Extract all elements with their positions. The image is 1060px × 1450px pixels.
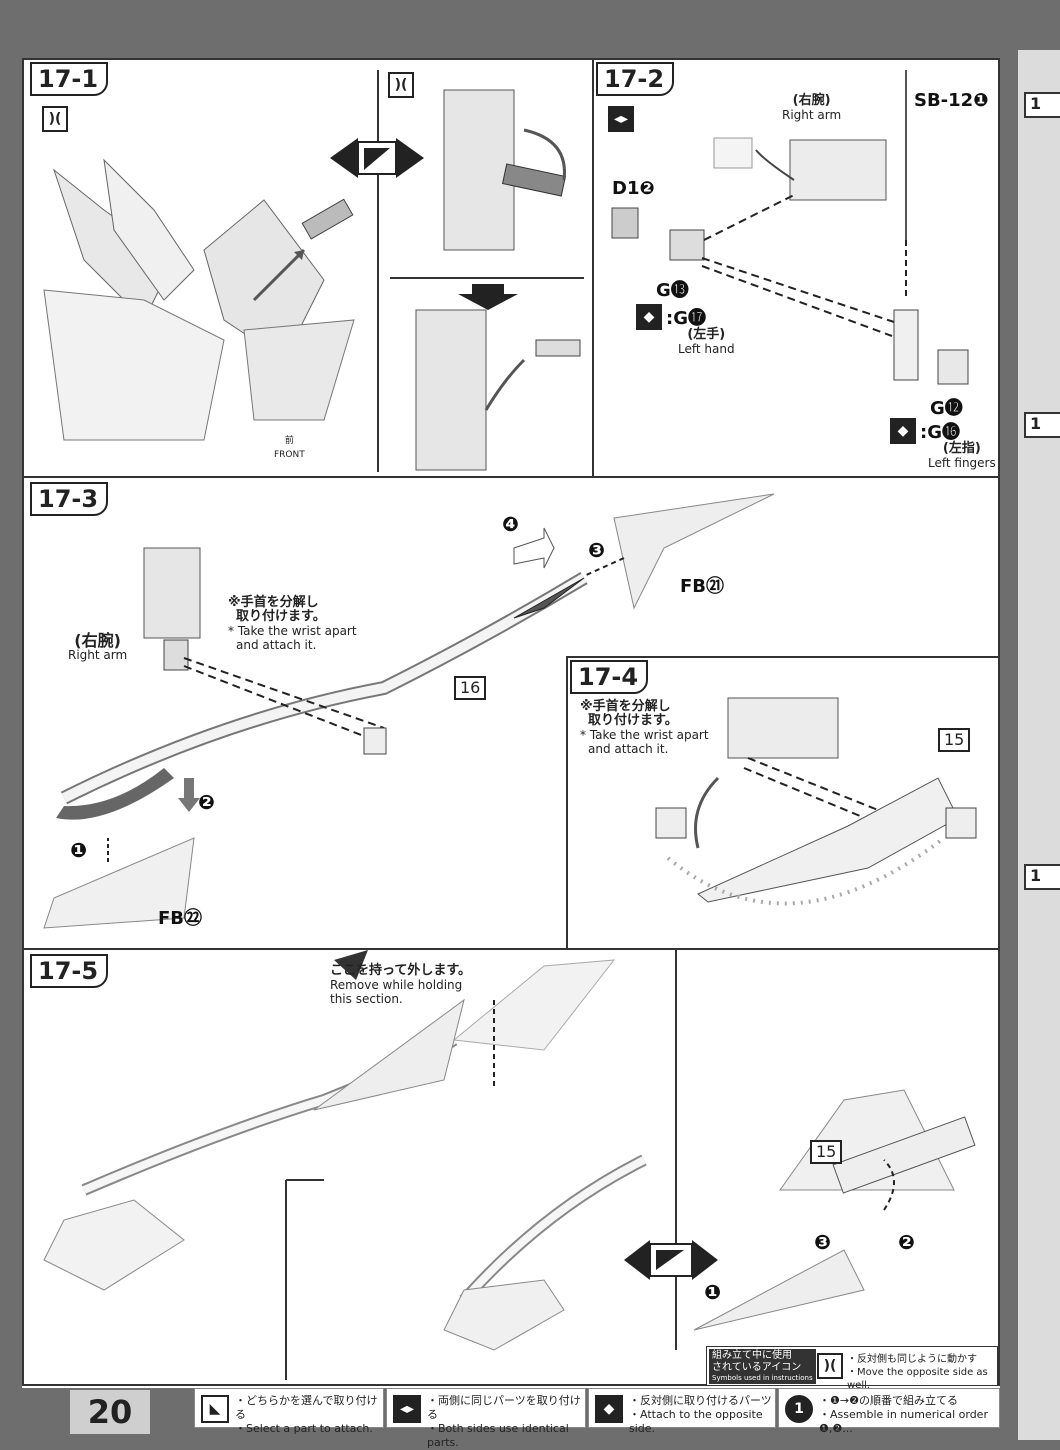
- part-fb22-label: FB㉒: [158, 908, 203, 929]
- wrist-note: ※手首を分解し 取り付けます。 * Take the wrist apart a…: [580, 699, 709, 757]
- part-number-15: 15: [938, 728, 971, 752]
- order-number-2: ❷: [898, 1230, 915, 1254]
- opposite-side-icon: ◆: [595, 1395, 623, 1423]
- legend-numerical-order: 1 ・❶→❷の順番で組み立てる・Assemble in numerical or…: [778, 1388, 1000, 1435]
- select-part-icon: ◣: [201, 1395, 229, 1423]
- step-17-5-panel: 17-5 ここを持って外します。 Remove while holding th…: [22, 948, 1000, 1386]
- order-number-3: ❸: [814, 1230, 831, 1254]
- part-number-16: 16: [454, 676, 487, 700]
- next-page-edge: [1018, 50, 1060, 1440]
- step-17-3-illustration: [43, 493, 775, 929]
- order-number-1: ❶: [70, 838, 87, 862]
- step-17-2-panel: 17-2 ◂▸ (右腕)Right arm SB-12❶ D1❷ G⓭ ◆ :G…: [592, 58, 1000, 478]
- step-17-4-illustration: [655, 697, 977, 906]
- part-d1-label: D1❷: [612, 178, 655, 199]
- part-g13-label: G⓭: [656, 280, 689, 301]
- right-arm-label: (右腕)Right arm: [782, 93, 842, 123]
- both-sides-icon: ◂▸: [608, 106, 634, 132]
- legend-both-sides: ◂▸ ・両側に同じパーツを取り付ける・Both sides use identi…: [386, 1388, 586, 1449]
- move-both-sides-icon: )(: [388, 72, 414, 98]
- order-number-icon: 1: [785, 1395, 813, 1423]
- part-g17-label: :G⓱: [666, 308, 706, 329]
- step-17-1-illustration: [43, 70, 584, 472]
- step-number: 17-3: [30, 482, 109, 516]
- part-g16-label: :G⓰: [920, 422, 960, 443]
- right-arm-label: (右腕)Right arm: [68, 631, 128, 663]
- legend-move-text: ・反対側も同じように動かす・Move the opposite side as …: [847, 1354, 988, 1391]
- order-number-4: ❹: [502, 512, 519, 536]
- step-17-2-illustration: [611, 70, 969, 385]
- legend-select-part: ◣ ・どちらかを選んで取り付ける・Select a part to attach…: [194, 1388, 384, 1435]
- next-page-step-label: 1: [1024, 412, 1060, 438]
- part-sb12-label: SB-12❶: [914, 90, 989, 111]
- legend-opposite-side: ◆ ・反対側に取り付けるパーツ・Attach to the opposite s…: [588, 1388, 776, 1435]
- order-number-3: ❸: [588, 538, 605, 562]
- left-hand-label: (左手)Left hand: [678, 327, 735, 357]
- opposite-side-icon: ◆: [636, 304, 662, 330]
- part-g12-label: G⓬: [930, 398, 963, 419]
- step-number: 17-5: [30, 954, 109, 988]
- left-fingers-label: (左指)Left fingers: [928, 441, 996, 471]
- both-sides-icon: ◂▸: [393, 1395, 421, 1423]
- step-17-5-illustration: [43, 950, 976, 1380]
- step-number: 17-4: [570, 660, 649, 694]
- hold-section-note: ここを持って外します。 Remove while holding this se…: [330, 963, 472, 1007]
- legend-title: 組み立て中に使用されているアイコン Symbols used in instru…: [709, 1349, 816, 1384]
- order-number-1: ❶: [704, 1280, 721, 1304]
- next-page-step-label: 1: [1024, 864, 1060, 890]
- page-number: 20: [70, 1390, 150, 1434]
- step-17-4-panel: 17-4 ※手首を分解し 取り付けます。 * Take the wrist ap…: [566, 656, 1000, 950]
- step-number: 17-2: [596, 62, 675, 96]
- icon-legend: 組み立て中に使用されているアイコン Symbols used in instru…: [706, 1346, 998, 1391]
- opposite-side-icon: ◆: [890, 418, 916, 444]
- move-both-sides-icon: )(: [42, 106, 68, 132]
- move-both-sides-icon: )(: [817, 1353, 843, 1379]
- part-fb21-label: FB㉑: [680, 576, 725, 597]
- next-page-step-label: 1: [1024, 92, 1060, 118]
- select-part-arrows: [624, 1240, 718, 1280]
- part-number-15: 15: [810, 1140, 843, 1164]
- step-number: 17-1: [30, 62, 109, 96]
- order-number-2: ❷: [198, 790, 215, 814]
- wrist-note: ※手首を分解し 取り付けます。 * Take the wrist apart a…: [228, 595, 357, 653]
